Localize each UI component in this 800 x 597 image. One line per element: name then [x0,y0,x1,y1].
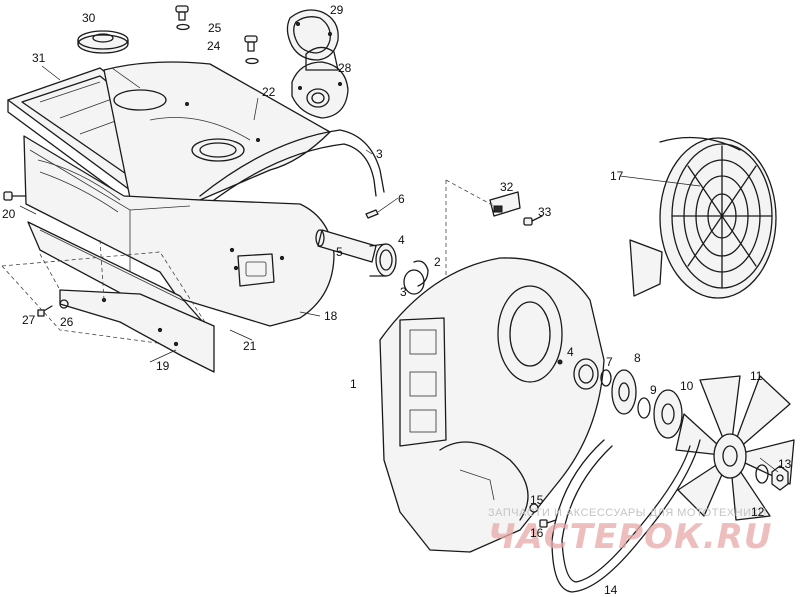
part-10-pulley-half [653,389,683,439]
part-4-bearing-left [369,243,397,277]
callout-29: 29 [330,3,344,17]
callout-31: 31 [32,51,46,65]
callout-18: 18 [324,309,338,323]
callout-labels: 30 29 25 24 31 28 22 3 17 32 6 33 20 4 5… [2,3,792,597]
part-29-gasket [286,9,339,61]
callout-13: 13 [778,457,792,471]
leader-lines [19,65,779,473]
part-15-nut [529,503,539,513]
part-3-ring-lower [403,269,425,295]
part-6-key [365,209,379,219]
part-19-bottom-plate [39,239,215,373]
part-18-cylinder-shroud [23,135,335,327]
part-32-clip [489,191,521,217]
part-12-washer [755,464,769,484]
callout-26: 26 [60,315,74,329]
callout-19: 19 [156,359,170,373]
callout-2: 2 [434,255,441,269]
callout-3b: 3 [400,285,407,299]
callout-3a: 3 [376,147,383,161]
callout-6: 6 [398,192,405,206]
part-30-grommet [77,30,129,54]
part-2-circlip [413,260,429,287]
callout-8: 8 [634,351,641,365]
part-24-washer [245,57,259,65]
part-27-screw [37,305,53,317]
part-26-washer [59,299,69,309]
callout-10: 10 [680,379,694,393]
callout-4b: 4 [567,345,574,359]
callout-21: 21 [243,339,257,353]
callout-33: 33 [538,205,552,219]
callout-12: 12 [751,505,765,519]
watermark-brand: ЧАСТЕРОК.RU [488,517,772,557]
part-bolt-top-left [175,5,190,31]
callout-11: 11 [750,369,763,383]
callout-27: 27 [22,313,36,327]
part-25-bolt [244,35,258,52]
callout-20: 20 [2,207,16,221]
watermark-caption: ЗАПЧАСТИ И АКСЕССУАРЫ ДЛЯ МОТОТЕХНИКИ [488,507,767,519]
watermark: ЗАПЧАСТИ И АКСЕССУАРЫ ДЛЯ МОТОТЕХНИКИ ЧА… [488,507,772,557]
part-16-bolt [539,519,557,528]
part-20-screw [3,191,27,201]
part-8-pulley-half [611,369,637,415]
callout-32: 32 [500,180,514,194]
part-28-intake-horn [291,46,349,119]
callout-30: 30 [82,11,96,25]
part-13-nut [771,465,789,491]
part-9-shim [637,397,651,419]
part-5-shaft [315,229,377,263]
part-14-v-belt [551,439,701,593]
callout-24: 24 [207,39,221,53]
callout-9: 9 [650,383,657,397]
callout-16: 16 [530,526,544,540]
callout-17: 17 [610,169,624,183]
part-33-screw [523,215,543,226]
callout-22: 22 [262,85,276,99]
callout-5: 5 [336,245,343,259]
callout-28: 28 [338,61,352,75]
part-1-fan-housing [379,257,605,553]
callout-14: 14 [604,583,618,597]
part-17-fan-grille [629,136,777,299]
callout-25: 25 [208,21,222,35]
part-11-impeller [675,375,795,521]
callout-15: 15 [530,493,544,507]
part-4-bearing-right [573,358,599,390]
callout-1: 1 [350,377,357,391]
callout-7: 7 [606,355,613,369]
callout-4a: 4 [398,233,405,247]
part-7-spacer [600,369,612,387]
